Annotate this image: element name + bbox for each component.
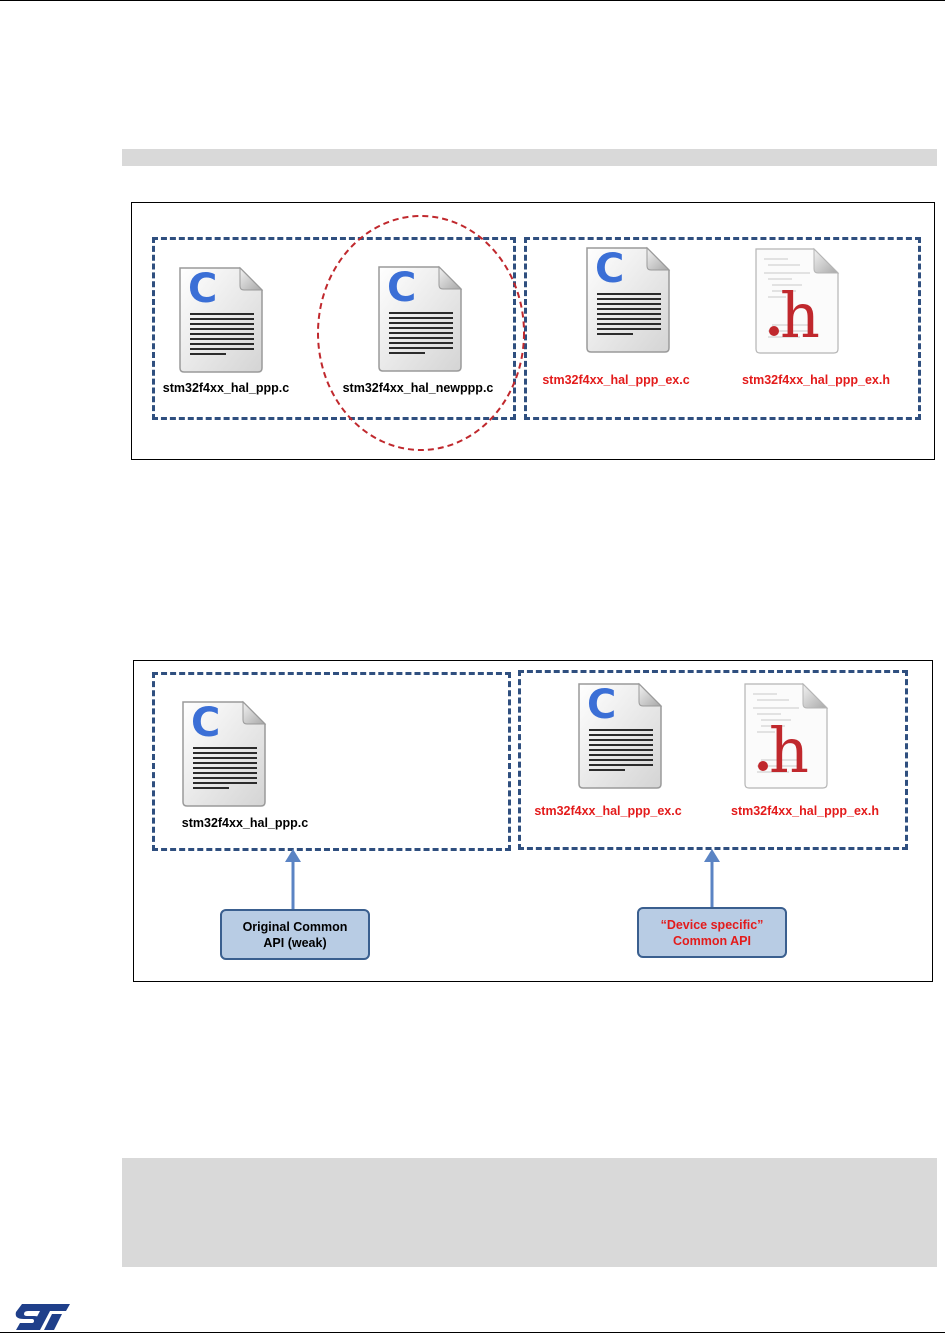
callout-device-specific-api: “Device specific” Common API <box>637 907 787 958</box>
callout-line: API (weak) <box>263 935 327 950</box>
st-logo <box>15 1304 70 1330</box>
header-rule <box>0 0 945 1</box>
callout-original-common-api: Original Common API (weak) <box>220 909 370 960</box>
footer-rule <box>0 1332 945 1333</box>
shaded-note-box <box>122 1158 937 1267</box>
shaded-caption-bar <box>122 149 937 166</box>
callout-line: Common API <box>672 933 751 948</box>
c-source-file-icon <box>575 680 665 790</box>
figure-extension-model-2: stm32f4xx_hal_ppp.c stm32f4xx_hal_ppp_ex… <box>133 660 933 982</box>
file-label-ppp-ex-h: stm32f4xx_hal_ppp_ex.h <box>731 804 879 818</box>
c-source-file-icon <box>583 244 673 354</box>
arrow-up-icon <box>285 849 301 911</box>
file-label-ppp-ex-c: stm32f4xx_hal_ppp_ex.c <box>534 804 682 818</box>
header-file-icon <box>752 243 842 357</box>
callout-line: “Device specific” <box>660 917 764 932</box>
header-file-icon <box>741 678 831 792</box>
file-label-ppp-ex-h: stm32f4xx_hal_ppp_ex.h <box>742 373 890 387</box>
callout-line: Original Common <box>242 919 348 934</box>
extension-files-group <box>524 237 921 420</box>
extension-files-group <box>518 670 908 850</box>
c-source-file-icon <box>179 698 269 808</box>
figure-extension-model-1: stm32f4xx_hal_ppp.c stm32f4xx_hal_newppp… <box>131 202 935 460</box>
common-files-group <box>152 237 516 420</box>
arrow-up-icon <box>704 849 720 911</box>
highlight-circle <box>317 215 525 451</box>
file-label-ppp-ex-c: stm32f4xx_hal_ppp_ex.c <box>542 373 690 387</box>
c-source-file-icon <box>375 263 465 373</box>
common-files-group <box>152 672 511 851</box>
file-label-ppp-c: stm32f4xx_hal_ppp.c <box>162 381 290 395</box>
file-label-ppp-c: stm32f4xx_hal_ppp.c <box>181 816 309 830</box>
c-source-file-icon <box>176 264 266 374</box>
file-label-newppp-c: stm32f4xx_hal_newppp.c <box>342 381 494 395</box>
